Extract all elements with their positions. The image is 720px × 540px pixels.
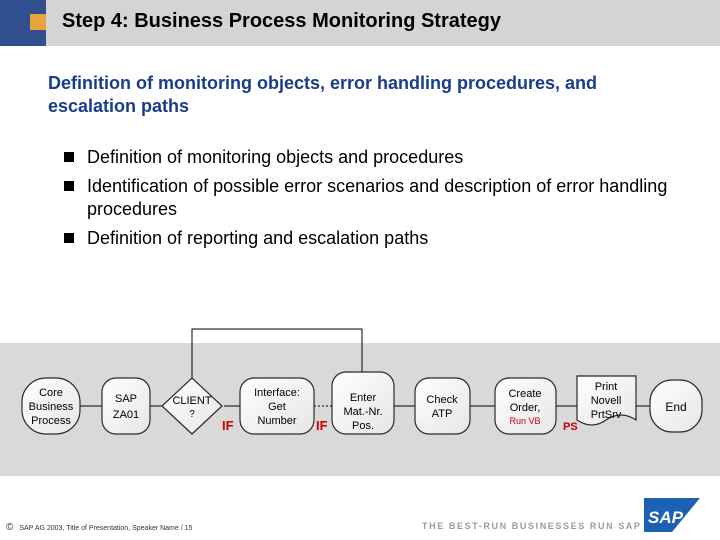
enter-mat-step: Enter Mat.-Nr. Pos. [331, 371, 395, 435]
sap-line-1: SAP [115, 393, 137, 405]
bullet-square-icon [64, 152, 74, 162]
enter-line-2: Mat.-Nr. [343, 406, 382, 418]
header-gold-square [30, 14, 46, 30]
bullet-square-icon [64, 233, 74, 243]
create-line-1: Create [508, 388, 541, 400]
ps-marker: PS [563, 421, 578, 433]
header-bar: Step 4: Business Process Monitoring Stra… [0, 0, 720, 46]
footer-text: SAP AG 2003, Title of Presentation, Spea… [19, 525, 193, 532]
if-marker-2: IF [316, 418, 328, 433]
print-step: Print Novell PrtSrv [576, 375, 637, 426]
check-atp-step: Check ATP [414, 377, 471, 435]
create-line-2: Order, [510, 402, 541, 414]
interface-line-2: Get [268, 401, 286, 413]
sap-line-2: ZA01 [113, 409, 139, 421]
start-line-1: Core [39, 387, 63, 399]
client-label: CLIENT [172, 395, 211, 407]
print-line-3: PrtSrv [591, 409, 622, 421]
footer-info: © SAP AG 2003, Title of Presentation, Spe… [6, 522, 192, 533]
bullet-text: Definition of monitoring objects and pro… [87, 147, 464, 167]
start-node: Core Business Process [21, 377, 81, 435]
start-line-3: Process [31, 415, 71, 427]
bullet-square-icon [64, 181, 74, 191]
sap-logo-text: SAP [648, 508, 684, 527]
check-line-2: ATP [432, 408, 453, 420]
bullet-text: Identification of possible error scenari… [87, 176, 668, 219]
client-decision: CLIENT ? [161, 377, 223, 435]
run-vb-label: Run VB [509, 416, 540, 426]
if-marker-1: IF [222, 418, 234, 433]
end-node: End [649, 379, 703, 433]
process-flow-diagram: Core Business Process SAP ZA01 CLIENT ? … [21, 328, 703, 435]
sap-logo: SAP [644, 498, 700, 532]
bullet-item: Definition of reporting and escalation p… [62, 227, 682, 250]
client-question: ? [189, 409, 195, 420]
check-line-1: Check [426, 394, 458, 406]
interface-step: Interface: Get Number [239, 377, 315, 435]
bullet-list: Definition of monitoring objects and pro… [62, 146, 682, 256]
footer-slogan: THE BEST-RUN BUSINESSES RUN SAP [422, 521, 642, 531]
enter-line-1: Enter [350, 392, 377, 404]
slide-subtitle: Definition of monitoring objects, error … [48, 73, 598, 116]
print-line-2: Novell [591, 395, 622, 407]
bullet-item: Definition of monitoring objects and pro… [62, 146, 682, 169]
copyright-symbol: © [6, 522, 14, 533]
create-order-step: Create Order, Run VB [494, 377, 557, 435]
print-line-1: Print [595, 381, 618, 393]
start-line-2: Business [29, 401, 74, 413]
slide-title: Step 4: Business Process Monitoring Stra… [62, 10, 501, 32]
sap-za01-step: SAP ZA01 [101, 377, 151, 435]
enter-line-3: Pos. [352, 420, 374, 432]
interface-line-1: Interface: [254, 387, 300, 399]
bullet-text: Definition of reporting and escalation p… [87, 228, 429, 248]
flow-connectors [80, 328, 650, 407]
end-label: End [665, 400, 686, 414]
bullet-item: Identification of possible error scenari… [62, 175, 682, 221]
interface-line-3: Number [257, 415, 296, 427]
